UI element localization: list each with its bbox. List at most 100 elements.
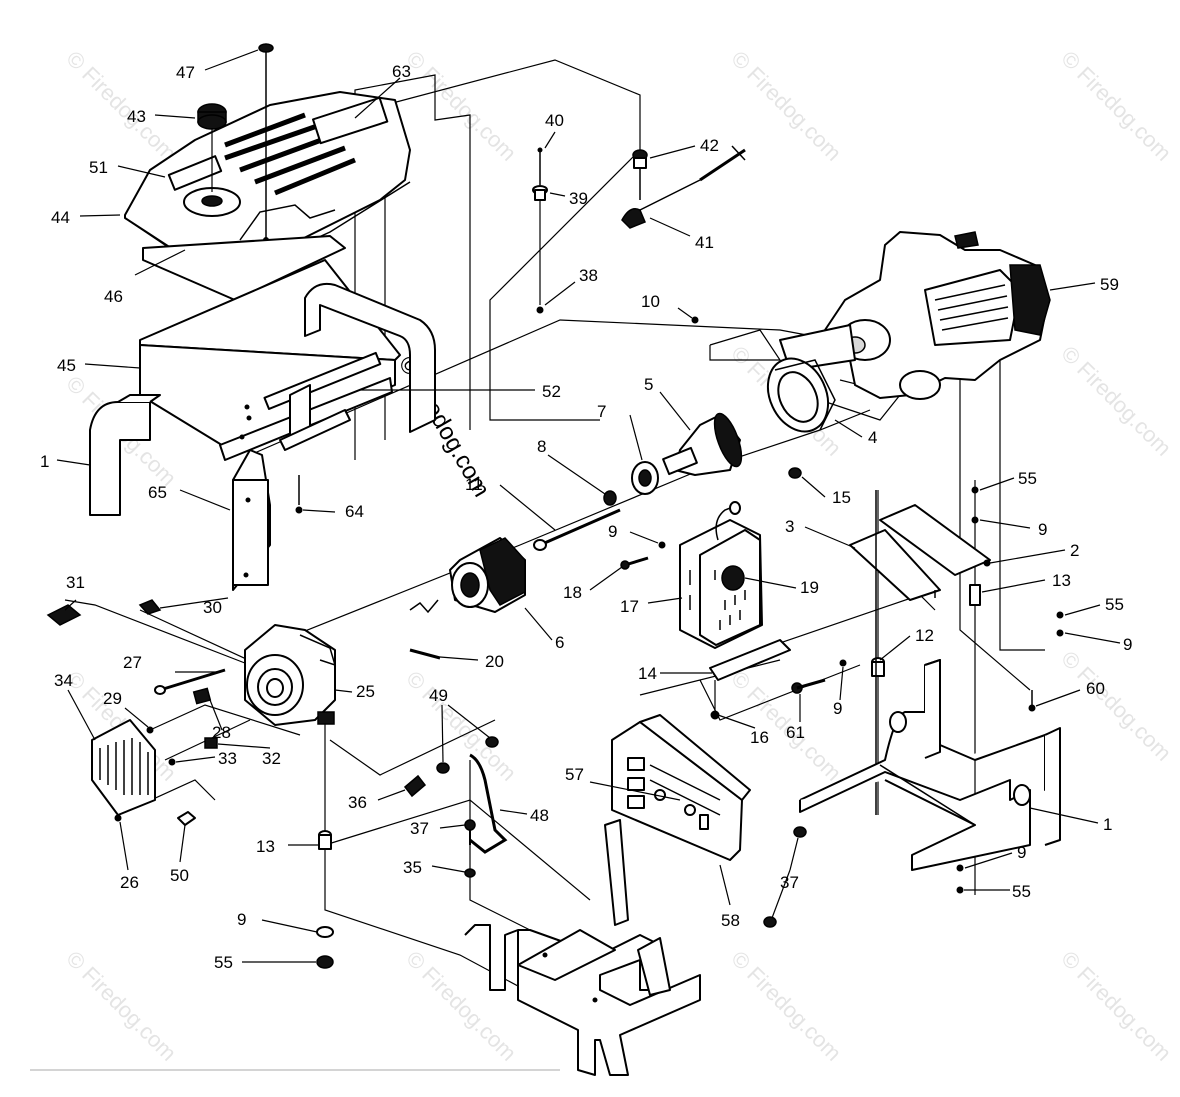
washer-2 xyxy=(983,559,991,567)
callout-34: 34 xyxy=(54,671,73,690)
fastener-37-right xyxy=(763,826,807,928)
callout-52: 52 xyxy=(542,382,561,401)
engine-mount-plate xyxy=(849,504,991,601)
washer-9-mid xyxy=(839,659,847,667)
bolt-61 xyxy=(791,678,826,694)
hardware-40-39 xyxy=(532,147,548,314)
callout-11: 11 xyxy=(465,475,483,494)
callout-7: 7 xyxy=(597,402,606,421)
label-31 xyxy=(46,604,82,626)
screw-33 xyxy=(168,758,176,766)
callout-18: 18 xyxy=(563,583,582,602)
nut-55-base xyxy=(956,886,964,894)
callout-43: 43 xyxy=(127,107,146,126)
callout-9-far: 9 xyxy=(1123,635,1132,654)
watermark: © Firedog.com xyxy=(726,946,846,1066)
callout-36: 36 xyxy=(348,793,367,812)
screw-10 xyxy=(691,316,699,324)
callout-17: 17 xyxy=(620,597,639,616)
washer-9-base xyxy=(956,864,964,872)
callout-25: 25 xyxy=(356,682,375,701)
callout-14: 14 xyxy=(638,664,657,683)
frame-base-bottom xyxy=(464,819,701,1076)
watermark: © Firedog.com xyxy=(1056,46,1176,166)
callout-15: 15 xyxy=(832,488,851,507)
callout-5: 5 xyxy=(644,375,653,394)
callout-16: 16 xyxy=(750,728,769,747)
callout-9-center: 9 xyxy=(608,522,617,541)
callout-38: 38 xyxy=(579,266,598,285)
end-bell xyxy=(244,624,337,726)
rotor xyxy=(662,412,743,476)
bearing xyxy=(631,461,659,495)
callout-30: 30 xyxy=(203,598,222,617)
watermark: © Firedog.com xyxy=(61,46,181,166)
callout-1-right: 1 xyxy=(1103,815,1112,834)
watermark: © Firedog.com xyxy=(401,666,521,786)
fuel-cap xyxy=(197,103,227,192)
callout-28: 28 xyxy=(212,723,231,742)
callout-8: 8 xyxy=(537,437,546,456)
callout-1-left: 1 xyxy=(40,452,49,471)
callout-60: 60 xyxy=(1086,679,1105,698)
clip-50 xyxy=(177,811,196,826)
stator-ring xyxy=(766,357,836,433)
bracket-28 xyxy=(192,687,212,705)
fuel-tank xyxy=(124,91,411,283)
callout-64: 64 xyxy=(345,502,364,521)
callout-13-right: 13 xyxy=(1052,571,1071,590)
callout-46: 46 xyxy=(104,287,123,306)
callout-40: 40 xyxy=(545,111,564,130)
callout-32: 32 xyxy=(262,749,281,768)
callout-12: 12 xyxy=(915,626,934,645)
callout-33: 33 xyxy=(218,749,237,768)
bolt-27 xyxy=(154,668,226,695)
callout-20: 20 xyxy=(485,652,504,671)
through-bolt xyxy=(533,508,621,551)
callout-10: 10 xyxy=(641,292,660,311)
callout-45: 45 xyxy=(57,356,76,375)
callout-63: 63 xyxy=(392,62,411,81)
tank-support-bracket xyxy=(139,259,401,461)
mounting-bracket xyxy=(232,449,271,591)
callout-39: 39 xyxy=(569,189,588,208)
vibration-mount-13-left xyxy=(318,830,332,850)
callout-42: 42 xyxy=(700,136,719,155)
washer-8 xyxy=(603,490,617,506)
callout-65: 65 xyxy=(148,483,167,502)
callout-13-left: 13 xyxy=(256,837,275,856)
vibration-mount-12 xyxy=(871,657,885,677)
tank-gasket xyxy=(142,235,346,301)
callout-26: 26 xyxy=(120,873,139,892)
callout-19: 19 xyxy=(800,578,819,597)
mounting-strap xyxy=(709,639,791,720)
watermark: © Firedog.com xyxy=(1056,341,1176,461)
callout-9-right: 9 xyxy=(1038,520,1047,539)
screw-20 xyxy=(409,648,441,660)
callout-44: 44 xyxy=(51,208,70,227)
callout-55-left: 55 xyxy=(214,953,233,972)
screw-18 xyxy=(620,556,649,570)
callout-6: 6 xyxy=(555,633,564,652)
watermark: © Firedog.com xyxy=(401,46,521,166)
callout-4: 4 xyxy=(868,428,877,447)
bolt-64 xyxy=(295,475,303,514)
screw-29 xyxy=(146,726,154,734)
callout-3: 3 xyxy=(785,517,794,536)
watermark: © Firedog.com xyxy=(1056,946,1176,1066)
control-panel xyxy=(611,714,751,861)
watermark: © Firedog.com xyxy=(1056,646,1176,766)
nut-55-far xyxy=(1056,611,1064,619)
clip-32 xyxy=(204,737,218,749)
callout-48: 48 xyxy=(530,806,549,825)
callout-37-left: 37 xyxy=(410,819,429,838)
washer-9-center xyxy=(658,541,666,549)
fuel-line-assembly xyxy=(403,736,508,878)
engine-assembly xyxy=(779,231,1051,400)
callout-2: 2 xyxy=(1070,541,1079,560)
callout-55-base: 55 xyxy=(1012,882,1031,901)
callout-31: 31 xyxy=(66,573,85,592)
callout-50: 50 xyxy=(170,866,189,885)
callout-9-left: 9 xyxy=(237,910,246,929)
